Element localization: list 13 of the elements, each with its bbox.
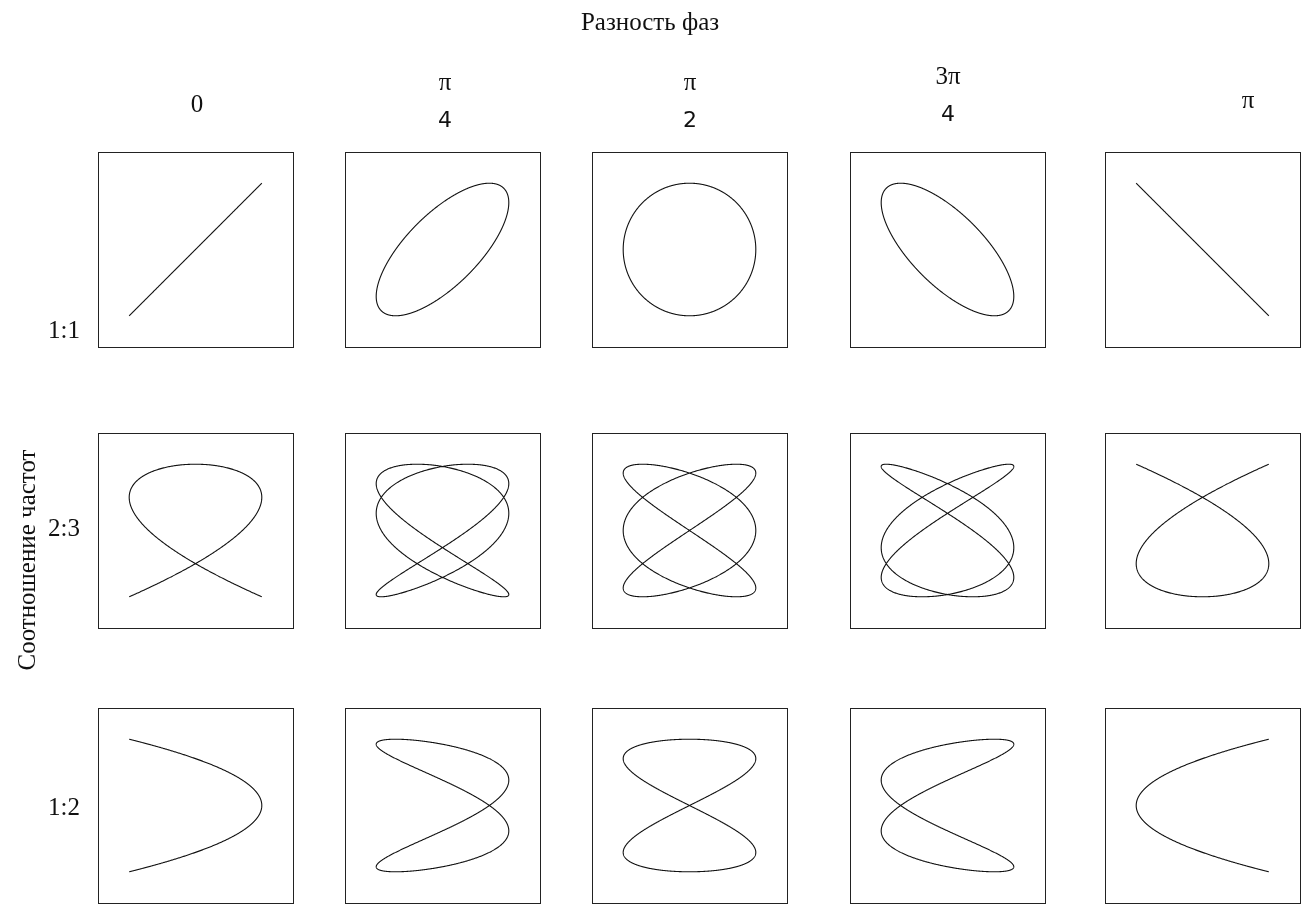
column-label: 3π <box>935 62 961 90</box>
row-label: 2:3 <box>48 514 80 542</box>
column-label: 2 <box>683 107 697 133</box>
title: Разность фаз <box>580 8 720 36</box>
column-label: 4 <box>941 101 955 127</box>
column-label: π <box>438 68 452 96</box>
column-label: 4 <box>438 107 452 133</box>
row-label: 1:1 <box>48 316 80 344</box>
column-label: π <box>683 68 697 96</box>
axis-label: Соотношение частот <box>13 449 41 671</box>
column-label: 0 <box>190 90 204 118</box>
column-label: π <box>1241 86 1255 114</box>
row-label: 1:2 <box>48 793 80 821</box>
